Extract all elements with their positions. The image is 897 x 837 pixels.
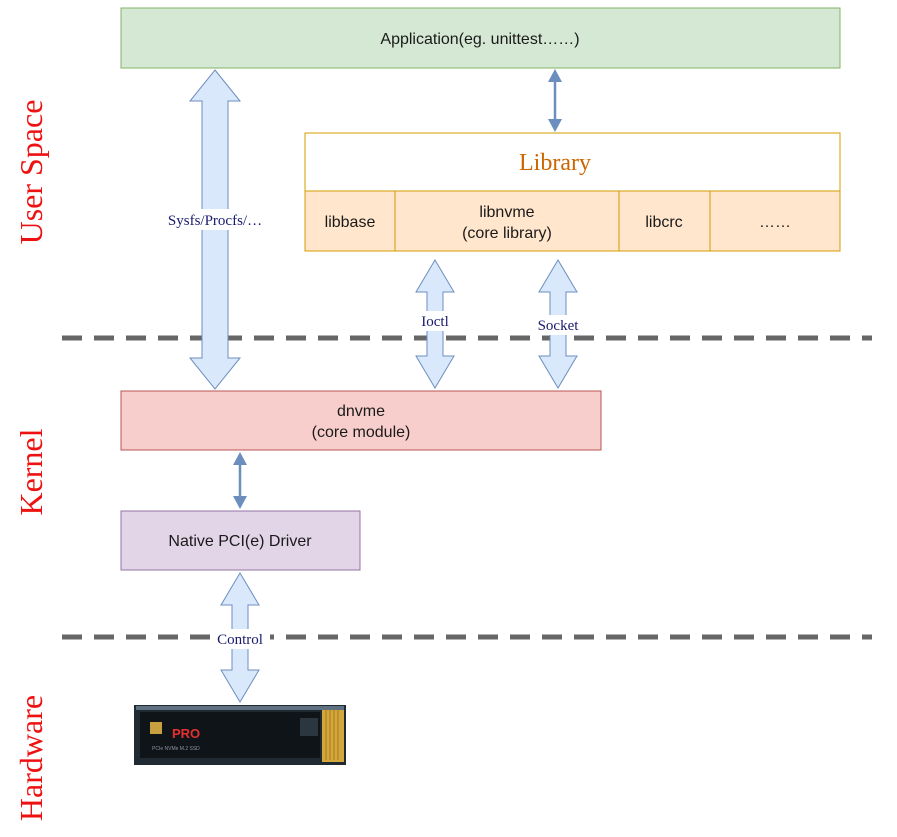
library-box: Library libbase libnvme (core library) l…	[304, 132, 841, 252]
library-title: Library	[519, 150, 591, 176]
native-driver-label: Native PCI(e) Driver	[168, 533, 312, 550]
sysfs-label: Sysfs/Procfs/…	[168, 213, 262, 229]
sysfs-label-bg	[158, 209, 272, 230]
control-label-bg	[210, 629, 270, 649]
lib-more-cell	[709, 190, 841, 252]
dnvme-label-line2: (core module)	[312, 424, 411, 441]
libnvme-cell	[394, 190, 620, 252]
app-library-arrow	[548, 69, 562, 132]
dnvme-driver-arrow	[233, 452, 247, 509]
layer-label-hardware: Hardware	[13, 695, 49, 821]
socket-label-bg	[530, 315, 586, 335]
nvme-ssd-image: PRO PCIe NVMe M.2 SSD	[134, 705, 346, 765]
native-driver-box: Native PCI(e) Driver	[120, 510, 361, 571]
libcrc-cell	[618, 190, 711, 252]
ioctl-label: Ioctl	[421, 314, 449, 330]
libbase-label: libbase	[325, 214, 376, 231]
layer-label-user-space: User Space	[13, 100, 49, 245]
application-label: Application(eg. unittest……)	[380, 31, 579, 48]
libcrc-label: libcrc	[645, 214, 682, 231]
ssd-brand-text: PRO	[172, 726, 200, 741]
libnvme-label-line2: (core library)	[462, 225, 552, 242]
libnvme-label-line1: libnvme	[479, 204, 534, 221]
lib-more-label: ……	[759, 214, 791, 231]
ssd-sub-text: PCIe NVMe M.2 SSD	[152, 746, 200, 752]
layer-label-kernel: Kernel	[13, 428, 49, 515]
control-label: Control	[217, 632, 263, 648]
application-box: Application(eg. unittest……)	[120, 7, 841, 69]
dnvme-label-line1: dnvme	[337, 403, 385, 420]
ioctl-label-bg	[414, 311, 456, 331]
dnvme-box: dnvme (core module)	[120, 390, 602, 451]
socket-label: Socket	[538, 318, 580, 334]
